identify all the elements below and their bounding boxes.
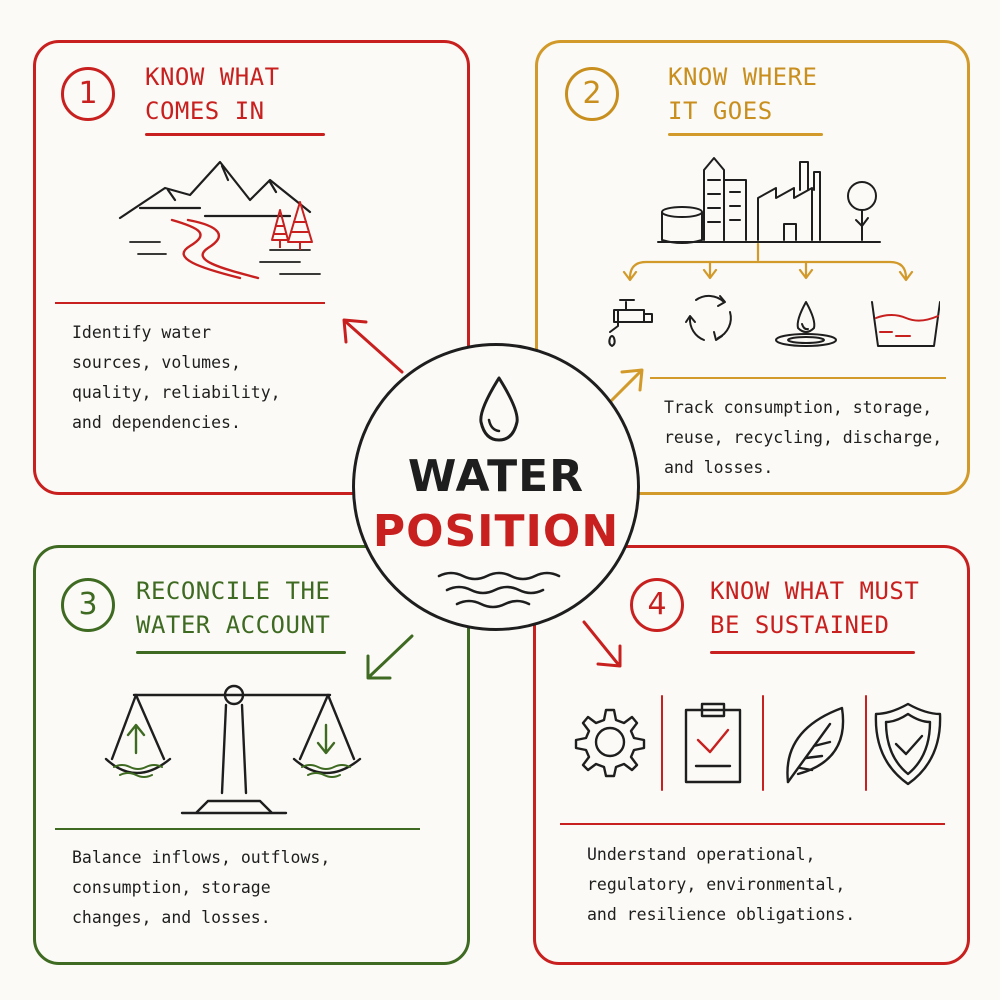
panel-2-desc-line: Track consumption, storage, [664,398,933,417]
panel-1-title-underline [145,133,325,136]
panel-2-desc-line: and losses. [664,458,774,477]
panel-3-title-line-2: WATER ACCOUNT [136,611,331,639]
panel-3-desc-line: changes, and losses. [72,908,271,927]
panel-1-desc-line: quality, reliability, [72,383,281,402]
panel-3-title-underline [136,651,346,654]
river-icon [170,218,260,280]
panel-4-description: Understand operational, regulatory, envi… [587,840,855,930]
panel-4-title-line-1: KNOW WHAT MUST [710,577,920,605]
panel-4-divider [560,823,945,825]
center-title-line-2: POSITION [372,506,620,557]
step-number-4: 4 [630,578,684,632]
panel-2-title-line-1: KNOW WHERE [668,63,818,91]
factory-icon [757,161,821,241]
panel-3-title-line-1: RECONCILE THE [136,577,331,605]
panel-know-what-comes-in [33,40,470,495]
panel-1-desc-line: Identify water [72,323,212,342]
river-ground-lines [129,241,321,275]
panel-4-title-line-2: BE SUSTAINED [710,611,890,639]
panel-1-desc-line: sources, volumes, [72,353,241,372]
balance-scale-icon [104,684,362,815]
faucet-icon [608,299,653,347]
step-number-2: 2 [565,67,619,121]
leaf-icon [786,706,845,784]
center-title-line-1: WATER [407,451,585,502]
container-icon [871,301,940,347]
panel-reconcile-water-account [33,545,470,965]
panel-4-desc-line: Understand operational, [587,845,816,864]
buildings-icon [703,157,747,241]
landscape-illustration [118,160,321,280]
panel-2-divider [650,377,946,379]
panel-1-description: Identify water sources, volumes, quality… [72,318,281,438]
panel-know-where-it-goes [535,40,970,495]
step-number-3: 3 [61,578,115,632]
up-arrow-icon [126,723,146,755]
down-arrow-icon [316,723,336,755]
shield-check-icon [874,702,942,786]
panel-3-description: Balance inflows, outflows, consumption, … [72,843,330,933]
panel-1-title-line-2: COMES IN [145,97,265,125]
water-drop-icon [479,376,519,442]
recycle-icon [685,294,732,341]
water-waves-icon [437,571,561,609]
panel-4-desc-line: regulatory, environmental, [587,875,846,894]
panel-know-what-must-be-sustained [533,545,970,965]
distribution-arrows [622,242,914,282]
panel-3-divider [55,828,420,830]
clipboard-check-icon [684,702,742,784]
panel-2-title-underline [668,133,823,136]
tree-icon [847,181,877,241]
panel-4-desc-line: and resilience obligations. [587,905,856,924]
water-position-center: WATER POSITION [352,343,640,631]
water-drop-icon [775,301,837,347]
obligations-icons [574,695,942,791]
panel-1-divider [55,302,325,304]
panel-2-desc-line: reuse, recycling, discharge, [664,428,943,447]
panel-3-desc-line: consumption, storage [72,878,271,897]
water-use-illustration [608,157,940,347]
gear-icon [574,708,646,778]
panel-3-desc-line: Balance inflows, outflows, [72,848,331,867]
mountains-icon [118,160,312,220]
panel-4-title-underline [710,651,915,654]
tank-icon [661,206,703,244]
step-number-1: 1 [61,67,115,121]
panel-2-description: Track consumption, storage, reuse, recyc… [664,393,942,483]
panel-2-title-line-2: IT GOES [668,97,773,125]
panel-1-desc-line: and dependencies. [72,413,241,432]
panel-1-title-line-1: KNOW WHAT [145,63,280,91]
pine-trees-icon [271,201,313,250]
